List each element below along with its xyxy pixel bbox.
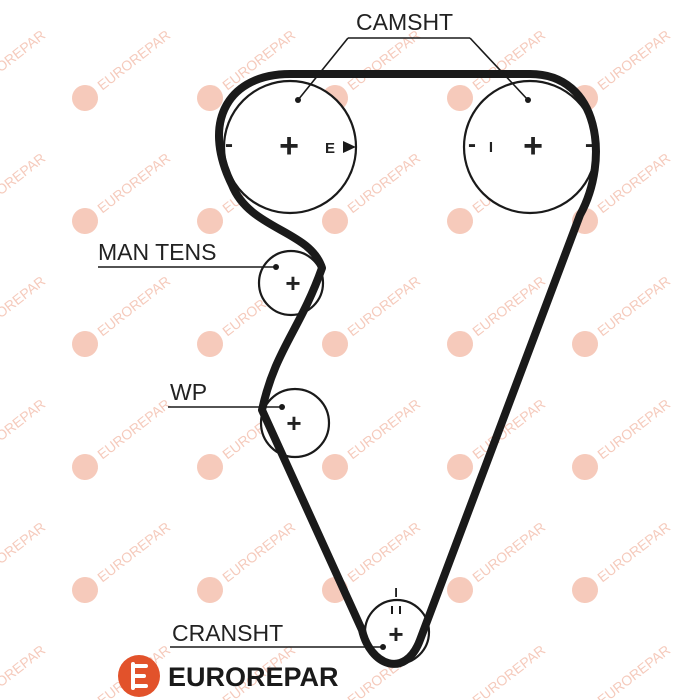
eurorepar-watermark: EUROREPAR — [0, 396, 48, 463]
eurorepar-watermark: EUROREPAR — [572, 396, 673, 480]
water-pump-label: WP — [170, 379, 207, 405]
left-cam-e-mark: E — [325, 140, 335, 157]
crank-plus-mark: + — [388, 619, 403, 649]
eurorepar-watermark: EUROREPAR — [0, 519, 48, 586]
watermark-text: EUROREPAR — [219, 519, 298, 586]
eurorepar-logo-e-icon — [131, 662, 148, 690]
watermark-text: EUROREPAR — [344, 396, 423, 463]
eurorepar-watermark: EUROREPAR — [72, 396, 173, 480]
watermark-text: EUROREPAR — [94, 150, 173, 217]
watermark-logo-icon — [72, 454, 98, 480]
crank-notch-marks — [391, 606, 401, 614]
watermark-logo-icon — [572, 454, 598, 480]
eurorepar-watermark: EUROREPAR — [72, 273, 173, 357]
watermark-logo-icon — [572, 577, 598, 603]
water-pump-plus-mark: + — [286, 408, 301, 438]
eurorepar-watermark: EUROREPAR — [72, 150, 173, 234]
crankshaft-leader-dot — [380, 644, 386, 650]
watermark-logo-icon — [447, 208, 473, 234]
left-cam-arrow-icon — [343, 141, 356, 153]
watermark-text: EUROREPAR — [469, 519, 548, 586]
eurorepar-watermark: EUROREPAR — [594, 642, 673, 700]
watermark-text: EUROREPAR — [94, 27, 173, 94]
watermark-logo-icon — [72, 331, 98, 357]
eurorepar-watermark: EUROREPAR — [322, 273, 423, 357]
leader-dots — [273, 97, 531, 650]
watermark-logo-icon — [322, 331, 348, 357]
leader-lines — [98, 37, 529, 648]
watermark-text: EUROREPAR — [0, 150, 48, 217]
tensioner-plus-mark: + — [285, 268, 300, 298]
watermark-logo-icon — [72, 85, 98, 111]
watermark-text: EUROREPAR — [94, 273, 173, 340]
eurorepar-watermark: EUROREPAR — [72, 27, 173, 111]
water-pump-leader-dot — [279, 404, 285, 410]
watermark-text: EUROREPAR — [594, 642, 673, 700]
watermark-text: EUROREPAR — [0, 519, 48, 586]
right-cam-i-mark: I — [489, 139, 493, 156]
watermark-logo-icon — [447, 331, 473, 357]
watermark-logo-icon — [197, 454, 223, 480]
camshaft-leader — [469, 37, 529, 101]
watermark-text: EUROREPAR — [94, 519, 173, 586]
eurorepar-watermark: EUROREPAR — [0, 642, 48, 700]
watermark-text: EUROREPAR — [594, 519, 673, 586]
watermark-text: EUROREPAR — [344, 273, 423, 340]
watermark-text: EUROREPAR — [0, 273, 48, 340]
eurorepar-watermark: EUROREPAR — [0, 27, 48, 94]
watermark-text: EUROREPAR — [0, 396, 48, 463]
eurorepar-watermark: EUROREPAR — [72, 519, 173, 603]
camshaft-leader — [297, 37, 349, 101]
eurorepar-watermark: EUROREPAR — [572, 273, 673, 357]
eurorepar-watermark: EUROREPAR — [469, 642, 548, 700]
watermark-text: EUROREPAR — [594, 150, 673, 217]
watermark-text: EUROREPAR — [0, 642, 48, 700]
right-cam-plus-mark: + — [523, 127, 543, 165]
eurorepar-watermark: EUROREPAR — [0, 150, 48, 217]
watermark-text: EUROREPAR — [594, 396, 673, 463]
right-cam-minus-right-mark: - — [585, 131, 593, 158]
watermark-text: EUROREPAR — [594, 273, 673, 340]
watermark-logo-icon — [197, 577, 223, 603]
watermark-text: EUROREPAR — [94, 396, 173, 463]
watermark-logo-icon — [447, 85, 473, 111]
watermark-text: EUROREPAR — [0, 27, 48, 94]
watermark-text: EUROREPAR — [344, 150, 423, 217]
eurorepar-watermark: EUROREPAR — [322, 396, 423, 480]
camshaft-leader-dot — [525, 97, 531, 103]
watermark-text: EUROREPAR — [469, 642, 548, 700]
watermark-logo-icon — [197, 85, 223, 111]
watermark-logo-icon — [72, 208, 98, 234]
watermark-logo-icon — [447, 577, 473, 603]
camshaft-label: CAMSHT — [356, 9, 453, 35]
eurorepar-logo: EUROREPAR — [118, 655, 339, 697]
right-cam-minus-left-mark: - — [468, 131, 476, 158]
tensioner-leader-dot — [273, 264, 279, 270]
eurorepar-logo-text: EUROREPAR — [168, 662, 339, 692]
left-cam-minus-mark: - — [225, 131, 233, 158]
watermark-logo-icon — [72, 577, 98, 603]
manual-tensioner-label: MAN TENS — [98, 239, 216, 265]
timing-belt — [215, 70, 600, 668]
watermark-logo-icon — [197, 331, 223, 357]
camshaft-leader-dot — [295, 97, 301, 103]
watermark-text: EUROREPAR — [344, 27, 423, 94]
watermark-logo-icon — [322, 454, 348, 480]
watermark-text: EUROREPAR — [594, 27, 673, 94]
left-cam-plus-mark: + — [279, 127, 299, 165]
crankshaft-label: CRANSHT — [172, 620, 283, 646]
crank-timing-mark: I — [394, 585, 398, 600]
eurorepar-watermark: EUROREPAR — [197, 519, 298, 603]
watermark-logo-icon — [197, 208, 223, 234]
watermark-text: EUROREPAR — [344, 519, 423, 586]
watermark-logo-icon — [572, 331, 598, 357]
eurorepar-watermark: EUROREPAR — [447, 273, 548, 357]
eurorepar-watermark: EUROREPAR — [0, 273, 48, 340]
eurorepar-watermark: EUROREPAR — [572, 519, 673, 603]
watermark-logo-icon — [447, 454, 473, 480]
watermark-logo-icon — [322, 208, 348, 234]
